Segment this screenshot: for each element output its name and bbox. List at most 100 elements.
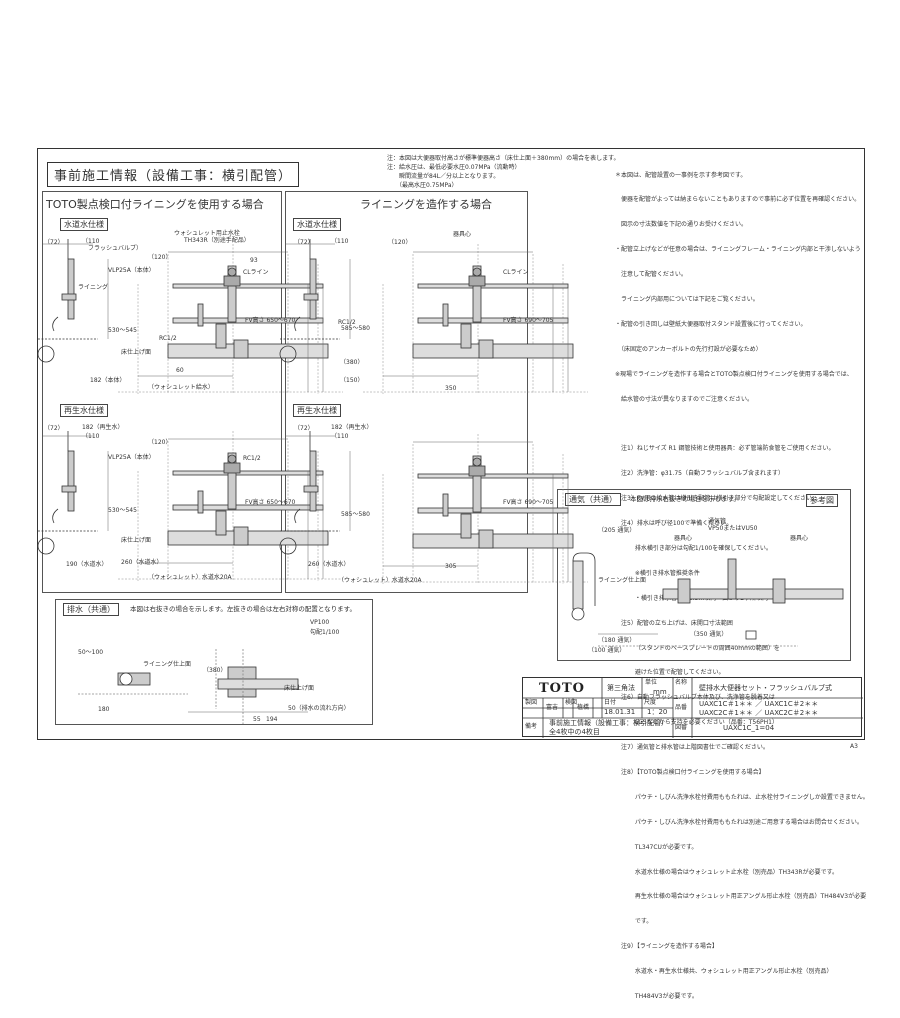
- note-line: 注意して配管ください。: [615, 271, 687, 279]
- drain-dim-50: 50（排水の流れ方向）: [288, 705, 350, 712]
- note-line: 注8）【TOTO製点検口付ライニングを使用する場合】: [615, 768, 765, 776]
- remark-line-1: 事前施工情報（設備工事：横引配管）: [549, 719, 668, 727]
- section-title-right: ライニングを造作する場合: [360, 198, 492, 211]
- vent-note: 本図は排水右抜きの場合を示します。: [630, 495, 740, 503]
- note-line: 図示の寸法数値を下記の通りお受けください。: [615, 221, 748, 229]
- dim-690-rb: FV高さ 690～705: [503, 499, 554, 506]
- dim-585-rt: 585～580: [341, 325, 370, 332]
- note-line: ライニング内部用については下記をご覧ください。: [615, 296, 759, 304]
- label-recycled-left: 再生水仕様: [60, 404, 108, 417]
- washlet-stop-lt: ウォシュレット用止水栓: [174, 230, 240, 237]
- dim-260-lb: 260（水道水）: [121, 559, 163, 566]
- note-line: ※現場でライニングを造作する場合とTOTO製点検口付ライニングを使用する場合では…: [615, 370, 853, 378]
- label-vent: 通気（共通）: [565, 493, 621, 506]
- note-line: 注4）排水は呼び径100で準備ください。: [615, 520, 733, 528]
- panel-vent: 通気（共通） 本図は排水右抜きの場合を示します。 参考図: [557, 489, 851, 661]
- diagram-graphics: [37, 238, 844, 724]
- vlp25a-lb: VLP25A（本体）: [108, 454, 155, 461]
- rc12-lt: RC1/2: [159, 335, 177, 342]
- vent-dim-350: （350 通気）: [690, 631, 728, 638]
- unit-label: 単位: [645, 679, 658, 686]
- drain-note: 本図は右抜きの場合を示します。左抜きの場合は左右対称の配置となります。: [130, 605, 357, 613]
- vent-lining: ライニング仕上面: [598, 577, 647, 584]
- note-line: 水道水仕様の場合はウォシュレット止水栓（別売品）TH343Rが必要です。: [615, 868, 838, 876]
- note-line: 水道水・再生水仕様共、ウォシュレット用正アングル形止水栓（別売品）: [615, 968, 833, 976]
- dim-260-rb: 260（水道水）: [308, 561, 350, 568]
- vent-center-1: 器具心: [674, 535, 693, 542]
- note-line: ※横引き排水管推奨条件: [615, 569, 700, 577]
- dim-72-lt: （72）: [44, 239, 64, 246]
- note-line: 注3）FV用の給水管は横引き配管は横引き部分で勾配設定してください。: [615, 495, 819, 503]
- drain-dim-380: （380）: [203, 667, 227, 674]
- label-water-supply-right: 水道水仕様: [293, 218, 341, 231]
- vlp25a-lt: VLP25A（本体）: [108, 267, 155, 274]
- cl-rt: CLライン: [503, 269, 529, 276]
- drain-slope: 勾配1/100: [310, 629, 340, 636]
- label-reference: 参考図: [806, 494, 838, 507]
- note-line: 注7）通気管と排水管は上階図書仕でご確認ください。: [615, 744, 769, 752]
- dim-72-rb: （72）: [294, 425, 314, 432]
- cl-lt: CLライン: [243, 269, 269, 276]
- note-line: です。: [615, 918, 653, 926]
- top-note-1: 注：本図は大便器取付高さが標準便器高さ（床仕上面＋380mm）の場合を表します。: [387, 155, 620, 162]
- drain-floor: 床仕上げ面: [284, 685, 315, 692]
- center-rt: 器具心: [453, 231, 472, 238]
- dim-305-rb: 305: [445, 563, 457, 570]
- note-line: 給水管の寸法が異なりますのでご注意ください。: [615, 395, 754, 403]
- top-note-3: 瞬間流量が84L／分以上となります。: [387, 173, 500, 180]
- note-line: ・配管立上げなどが任意の場合は、ライニングフレーム・ライニング内部と干渉しないよ…: [615, 246, 861, 254]
- vent-center-2: 器具心: [790, 535, 809, 542]
- washlet-supply-lt: （ウォシュレット給水）: [148, 384, 214, 391]
- vent-dim-180: （180 通気）: [598, 637, 636, 644]
- model-label: 品番: [675, 704, 688, 711]
- vent-diagram: [571, 552, 844, 647]
- note-line: 再生水仕様の場合はウォシュレット用正アングル形止水栓（別売品）TH484V3が必…: [615, 893, 867, 901]
- rc12-lb: RC1/2: [243, 455, 261, 462]
- dim-110-lb: （110: [82, 433, 100, 440]
- dim-530-lt: 530～545: [108, 327, 137, 334]
- drain-diagram: [78, 649, 308, 724]
- note-line: TL347CUが必要です。: [615, 843, 698, 851]
- drain-vp100: VP100: [310, 619, 330, 626]
- dim-72-rt: （72）: [294, 239, 314, 246]
- dim-110b-lt: フラッシュバルブ）: [88, 245, 143, 252]
- dim-650-lb: FV高さ 650～670: [245, 499, 296, 506]
- title-block: TOTO 第三角法 単位 mm 名称 壁排水大便器セット・フラッシュバルブ式 製…: [522, 677, 863, 738]
- top-note-4: （最高水圧0.75MPa）: [387, 182, 458, 189]
- note-line: パウチ・しびん洗浄水栓付費用ももたれは、止水栓付ライニングしか設置できません。: [615, 793, 869, 801]
- side-view-left-bottom: [37, 430, 109, 555]
- dim-650-lt: FV高さ 650～670: [245, 317, 296, 324]
- note-line: 注2）洗浄管：φ31.75（自動フラッシュバルブ含まれます）: [615, 470, 784, 478]
- remark-line-2: 全4枚中の4枚目: [549, 728, 600, 736]
- vent-dim-100: （100 通気）: [588, 647, 626, 654]
- note-line: 注9）【ライニングを造作する場合】: [615, 943, 718, 951]
- remark-label: 備考: [525, 723, 538, 730]
- label-recycled-right: 再生水仕様: [293, 404, 341, 417]
- dim-60-lt: 60: [176, 367, 184, 374]
- rc12-rt: RC1/2: [338, 319, 356, 326]
- drain-dim-180: 180: [98, 706, 110, 713]
- floor-lb: 床仕上げ面: [121, 537, 152, 544]
- dim-585-rb: 585～580: [341, 511, 370, 518]
- lining-lt: ライニング: [78, 284, 109, 291]
- vent-pipe-label: 通気管: [708, 518, 727, 525]
- date-label: 日付: [604, 699, 617, 706]
- panel-custom-lining: ライニングを造作する場合 水道水仕様 再生水仕様: [285, 191, 528, 593]
- dim-120-lb: （120）: [148, 439, 172, 446]
- top-note-2: 注：給水圧は、最低必要水圧0.07MPa（流動時）: [387, 164, 521, 171]
- product-name: 壁排水大便器セット・フラッシュバルブ式: [699, 684, 832, 692]
- drain-dim-50-100: 50～100: [78, 649, 104, 656]
- unit: mm: [653, 688, 667, 696]
- model-line-1: UAXC1C＃1＊＊ ／ UAXC1C＃2＊＊: [699, 700, 819, 708]
- label-water-supply-left: 水道水仕様: [60, 218, 108, 231]
- washlet-20a-lb: （ウォシュレット）水道水20A: [148, 574, 232, 581]
- title-block-grid: [523, 678, 863, 738]
- side-view-right-top: [279, 238, 351, 363]
- sheet-title: 事前施工情報（設備工事：横引配管）: [47, 162, 300, 187]
- note-line: 排水横引き部分は勾配1/100を確保してください。: [615, 544, 772, 552]
- dim-190-lb: 190（水道水）: [66, 561, 108, 568]
- note-line: （床固定のアンカーボルトの先行打設が必要なため）: [615, 345, 762, 353]
- corner-mark: A3: [850, 743, 858, 750]
- dim-93-lt: 93: [250, 257, 258, 264]
- vent-vp-label: VP50またはVU50: [708, 525, 758, 532]
